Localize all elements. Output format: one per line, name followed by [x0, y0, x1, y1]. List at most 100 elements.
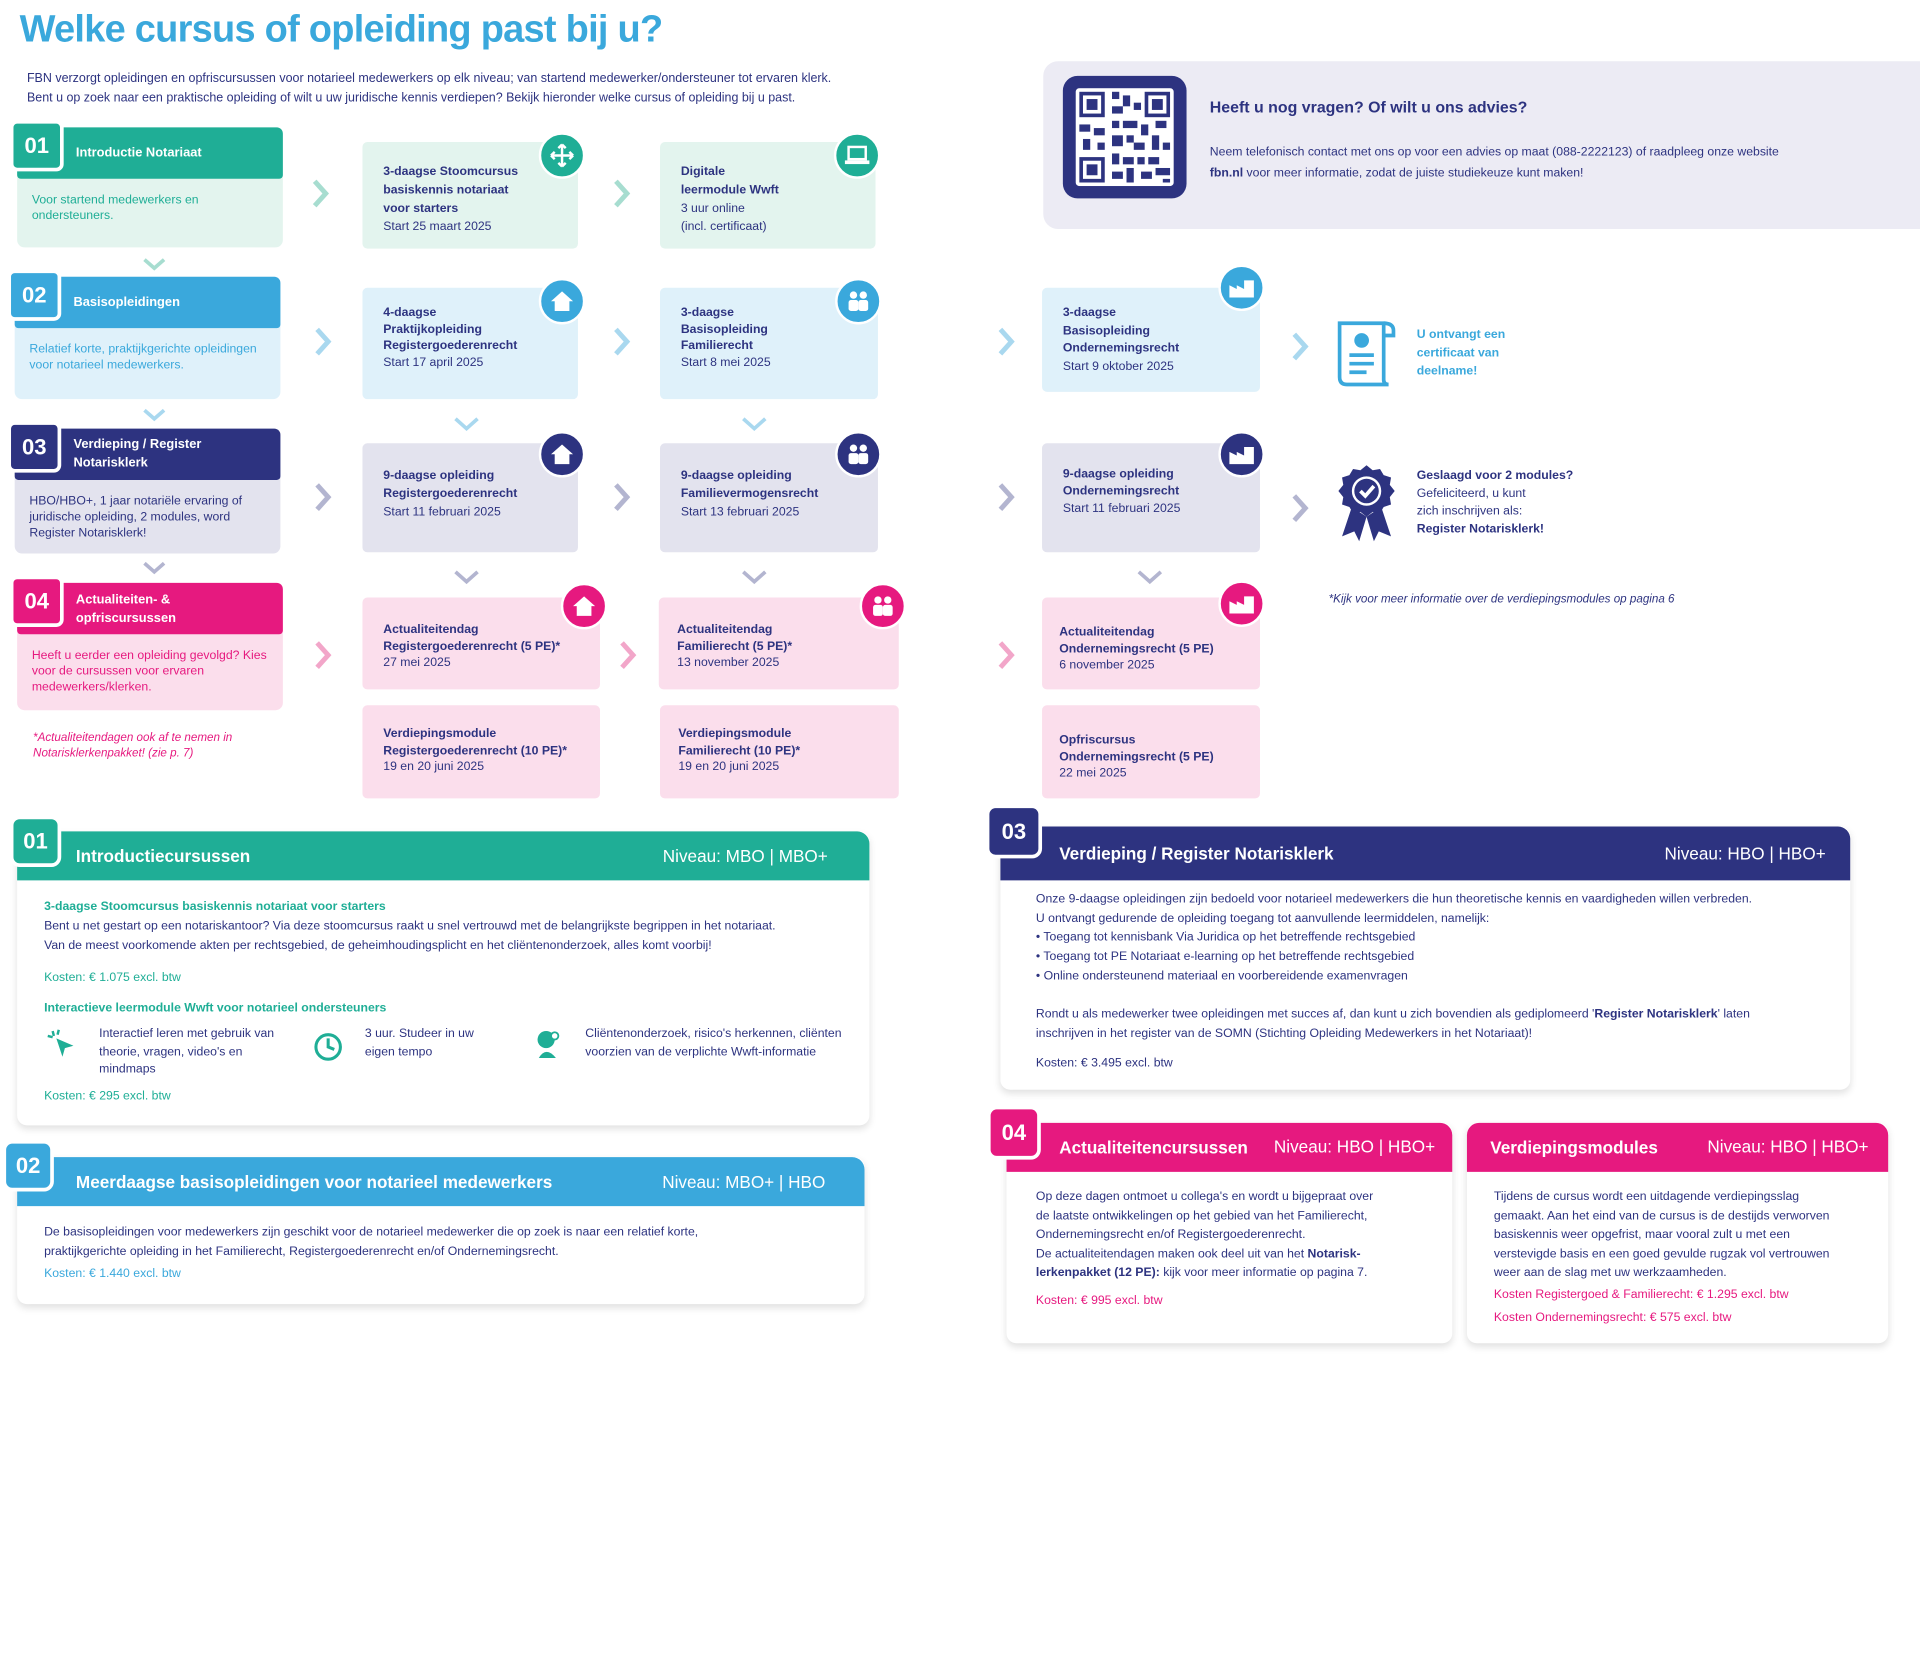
- questions-panel: [1043, 61, 1920, 229]
- cost-label: Kosten: € 3.495 excl. btw: [1035, 1056, 1173, 1071]
- footnote-left: *Actualiteitendagen ook af te nemen in N…: [33, 731, 233, 761]
- chevron-right-icon: [620, 641, 637, 669]
- category-04: 04 Actualiteiten- & opfriscursussen Heef…: [9, 575, 283, 711]
- cost-label: Kosten: € 295 excl. btw: [44, 1089, 171, 1104]
- section-paragraph: Tijdens de cursus wordt een uitdagende v…: [1493, 1190, 1830, 1280]
- category-name: Basisopleidingen: [73, 295, 180, 310]
- chevron-down-icon: [742, 570, 767, 585]
- person-search-icon: [537, 1031, 560, 1058]
- section-number: 03: [985, 804, 1043, 859]
- chevron-right-icon: [614, 327, 631, 356]
- category-03: 03 Verdieping / Register Notarisklerk HB…: [7, 421, 281, 554]
- family-icon: [859, 582, 907, 630]
- category-name: Actualiteiten- & opfriscursussen: [75, 592, 176, 626]
- cost-label: Kosten: € 995 excl. btw: [1035, 1294, 1163, 1308]
- house-icon: [560, 582, 608, 630]
- section-introductiecursussen: Introductiecursussen Niveau: MBO | MBO+: [17, 831, 870, 1126]
- qr-code-icon: [1075, 88, 1174, 187]
- category-number: 01: [9, 120, 64, 172]
- category-number: 03: [7, 421, 62, 473]
- chevron-down-icon: [1137, 570, 1163, 585]
- house-icon: [538, 431, 586, 478]
- chevron-down-icon: [143, 561, 166, 575]
- chevron-right-icon: [998, 641, 1015, 669]
- award-badge-icon: [1338, 465, 1395, 542]
- intro-text: FBN verzorgt opleidingen en opfriscursus…: [27, 70, 831, 109]
- cursor-click-icon: [47, 1029, 74, 1057]
- section-number: 01: [9, 815, 62, 867]
- section-subtitle: Interactieve leermodule Wwft voor notari…: [44, 1001, 387, 1016]
- category-01: 01 Introductie Notariaat Voor startend m…: [9, 120, 283, 248]
- section-title: Introductiecursussen: [75, 846, 251, 866]
- chevron-right-icon: [315, 641, 332, 669]
- section-verdieping: Verdieping / Register Notarisklerk Nivea…: [1000, 826, 1851, 1090]
- laptop-icon: [833, 132, 881, 179]
- factory-icon: [1218, 264, 1265, 312]
- qr-code[interactable]: [1062, 75, 1187, 199]
- chevron-right-icon: [998, 327, 1015, 356]
- category-name: Introductie Notariaat: [75, 145, 202, 161]
- intro-line-1: FBN verzorgt opleidingen en opfriscursus…: [26, 72, 832, 86]
- cost-label: Kosten: € 1.075 excl. btw: [44, 971, 181, 985]
- intro-line-2: Bent u op zoek naar een praktische oplei…: [26, 91, 796, 106]
- cost-label: Kosten: € 1.440 excl. btw: [44, 1267, 181, 1281]
- questions-heading: Heeft u nog vragen? Of wilt u ons advies…: [1209, 97, 1528, 117]
- chevron-right-icon: [315, 483, 332, 512]
- family-icon: [835, 431, 882, 478]
- section-title: Verdieping / Register Notarisklerk: [1059, 843, 1334, 864]
- section-level: Niveau: HBO | HBO+: [1273, 1136, 1436, 1156]
- section-title: Actualiteitencursussen: [1059, 1137, 1248, 1158]
- feature-text: 3 uur. Studeer in uw eigen tempo: [364, 1027, 474, 1059]
- section-verdiepingsmodules: Verdiepingsmodules Niveau: HBO | HBO+: [1466, 1122, 1889, 1344]
- section-number: 04: [986, 1105, 1041, 1160]
- house-icon: [538, 277, 586, 325]
- compass-arrows-icon: [538, 132, 586, 179]
- category-desc: Relatief korte, praktijkgerichte opleidi…: [29, 342, 257, 373]
- section-level: Niveau: HBO | HBO+: [1664, 843, 1826, 864]
- section-level: Niveau: HBO | HBO+: [1707, 1136, 1869, 1156]
- category-02: 02 Basisopleidingen Relatief korte, prak…: [7, 269, 281, 400]
- category-desc: Heeft u eerder een opleiding gevolgd? Ki…: [31, 648, 267, 695]
- section-title: Meerdaagse basisopleidingen voor notarie…: [75, 1171, 553, 1192]
- section-paragraph: Onze 9-daagse opleidingen zijn bedoeld v…: [1035, 892, 1753, 984]
- chevron-down-icon: [143, 258, 166, 271]
- family-icon: [835, 277, 882, 325]
- factory-icon: [1218, 580, 1265, 627]
- page-title: Welke cursus of opleiding past bij u?: [19, 7, 664, 51]
- category-desc: Voor startend medewerkers en ondersteune…: [31, 193, 199, 223]
- cost-label: Kosten Registergoed & Familierecht: € 1.…: [1493, 1288, 1789, 1302]
- section-paragraph: Op deze dagen ontmoet u collega's en wor…: [1035, 1190, 1374, 1280]
- chevron-right-icon: [1292, 332, 1309, 361]
- clock-icon: [314, 1033, 342, 1061]
- section-level: Niveau: MBO | MBO+: [662, 846, 828, 866]
- section-basisopleidingen: Meerdaagse basisopleidingen voor notarie…: [17, 1157, 865, 1305]
- chevron-right-icon: [614, 179, 631, 208]
- chevron-right-icon: [614, 483, 631, 512]
- chevron-down-icon: [143, 408, 166, 422]
- chevron-down-icon: [454, 417, 479, 432]
- section-level: Niveau: MBO+ | HBO: [662, 1171, 826, 1192]
- footnote-right: *Kijk voor meer informatie over de verdi…: [1328, 592, 1675, 607]
- section-number: 02: [2, 1140, 54, 1192]
- certificate-icon: [1337, 321, 1396, 387]
- chevron-right-icon: [998, 483, 1015, 512]
- category-number: 04: [9, 575, 64, 627]
- chevron-right-icon: [1292, 494, 1309, 523]
- chevron-down-icon: [742, 417, 767, 432]
- cost-label: Kosten Ondernemingsrecht: € 575 excl. bt…: [1493, 1311, 1732, 1325]
- chevron-down-icon: [454, 570, 479, 585]
- chevron-right-icon: [315, 327, 332, 356]
- website-link[interactable]: fbn.nl: [1209, 166, 1244, 181]
- section-actualiteitencursussen: Actualiteitencursussen Niveau: HBO | HBO…: [1006, 1122, 1453, 1344]
- feature-text: Interactief leren met gebruik van theori…: [99, 1027, 275, 1077]
- section-paragraph: Bent u net gestart op een notariskantoor…: [44, 919, 776, 953]
